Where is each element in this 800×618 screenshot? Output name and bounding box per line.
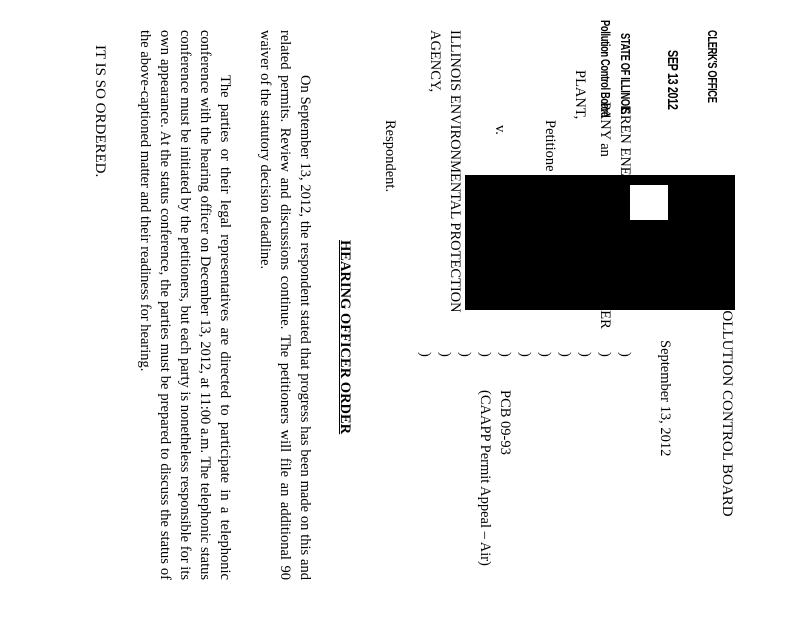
- caption-paren: ): [537, 352, 553, 357]
- para2-line: conference with the hearing officer on D…: [197, 30, 213, 580]
- petitioner-line-3: PLANT,: [572, 70, 588, 120]
- respondent-label: Respondent.: [382, 120, 398, 193]
- para2-line: conference must be initiated by the peti…: [177, 30, 193, 580]
- blot-hole: [630, 185, 668, 220]
- respondent-line-1: ILLINOIS ENVIRONMENTAL PROTECTION: [447, 30, 463, 313]
- stamp-date: SEP 13 2012: [664, 50, 681, 110]
- redaction-blot: [465, 175, 735, 310]
- clerks-office-stamp: CLERK'S OFFICE: [705, 30, 720, 103]
- caption-paren: ): [557, 352, 573, 357]
- petitioner-line-1: EREN ENE: [617, 106, 633, 176]
- petitioner-label: Petitione: [542, 120, 558, 172]
- stamp-state: STATE OF ILLINOIS: [618, 33, 633, 114]
- closing: IT IS SO ORDERED.: [92, 45, 108, 178]
- para1-line: waiver of the statutory decision deadlin…: [257, 30, 273, 270]
- order-title: HEARING OFFICER ORDER: [337, 240, 353, 435]
- respondent-line-2: AGENCY,: [427, 30, 443, 93]
- para1-line: On September 13, 2012, the respondent st…: [297, 75, 313, 580]
- case-type: (CAAPP Permit Appeal – Air): [477, 390, 493, 566]
- case-number: PCB 09-93: [497, 390, 513, 455]
- caption-paren: ): [597, 352, 613, 357]
- caption-paren: ): [577, 352, 593, 357]
- caption-paren: ): [477, 352, 493, 357]
- caption-paren: ): [517, 352, 533, 357]
- caption-paren: ): [437, 352, 453, 357]
- caption-paren: ): [617, 352, 633, 357]
- para2-line: own appearance. At the status conference…: [157, 30, 173, 580]
- para2-line: The parties or their legal representativ…: [217, 75, 233, 580]
- caption-paren: ): [417, 352, 433, 357]
- versus: v.: [492, 125, 508, 135]
- header-date: September 13, 2012: [657, 340, 673, 457]
- caption-paren: ): [457, 352, 473, 357]
- para1-line: related permits. Review and discussions …: [277, 30, 293, 580]
- para2-line: the above-captioned matter and their rea…: [137, 30, 153, 372]
- caption-paren: ): [497, 352, 513, 357]
- petitioner-line-2: PANY an: [597, 102, 613, 157]
- board-title: S POLLUTION CONTROL BOARD: [719, 290, 735, 517]
